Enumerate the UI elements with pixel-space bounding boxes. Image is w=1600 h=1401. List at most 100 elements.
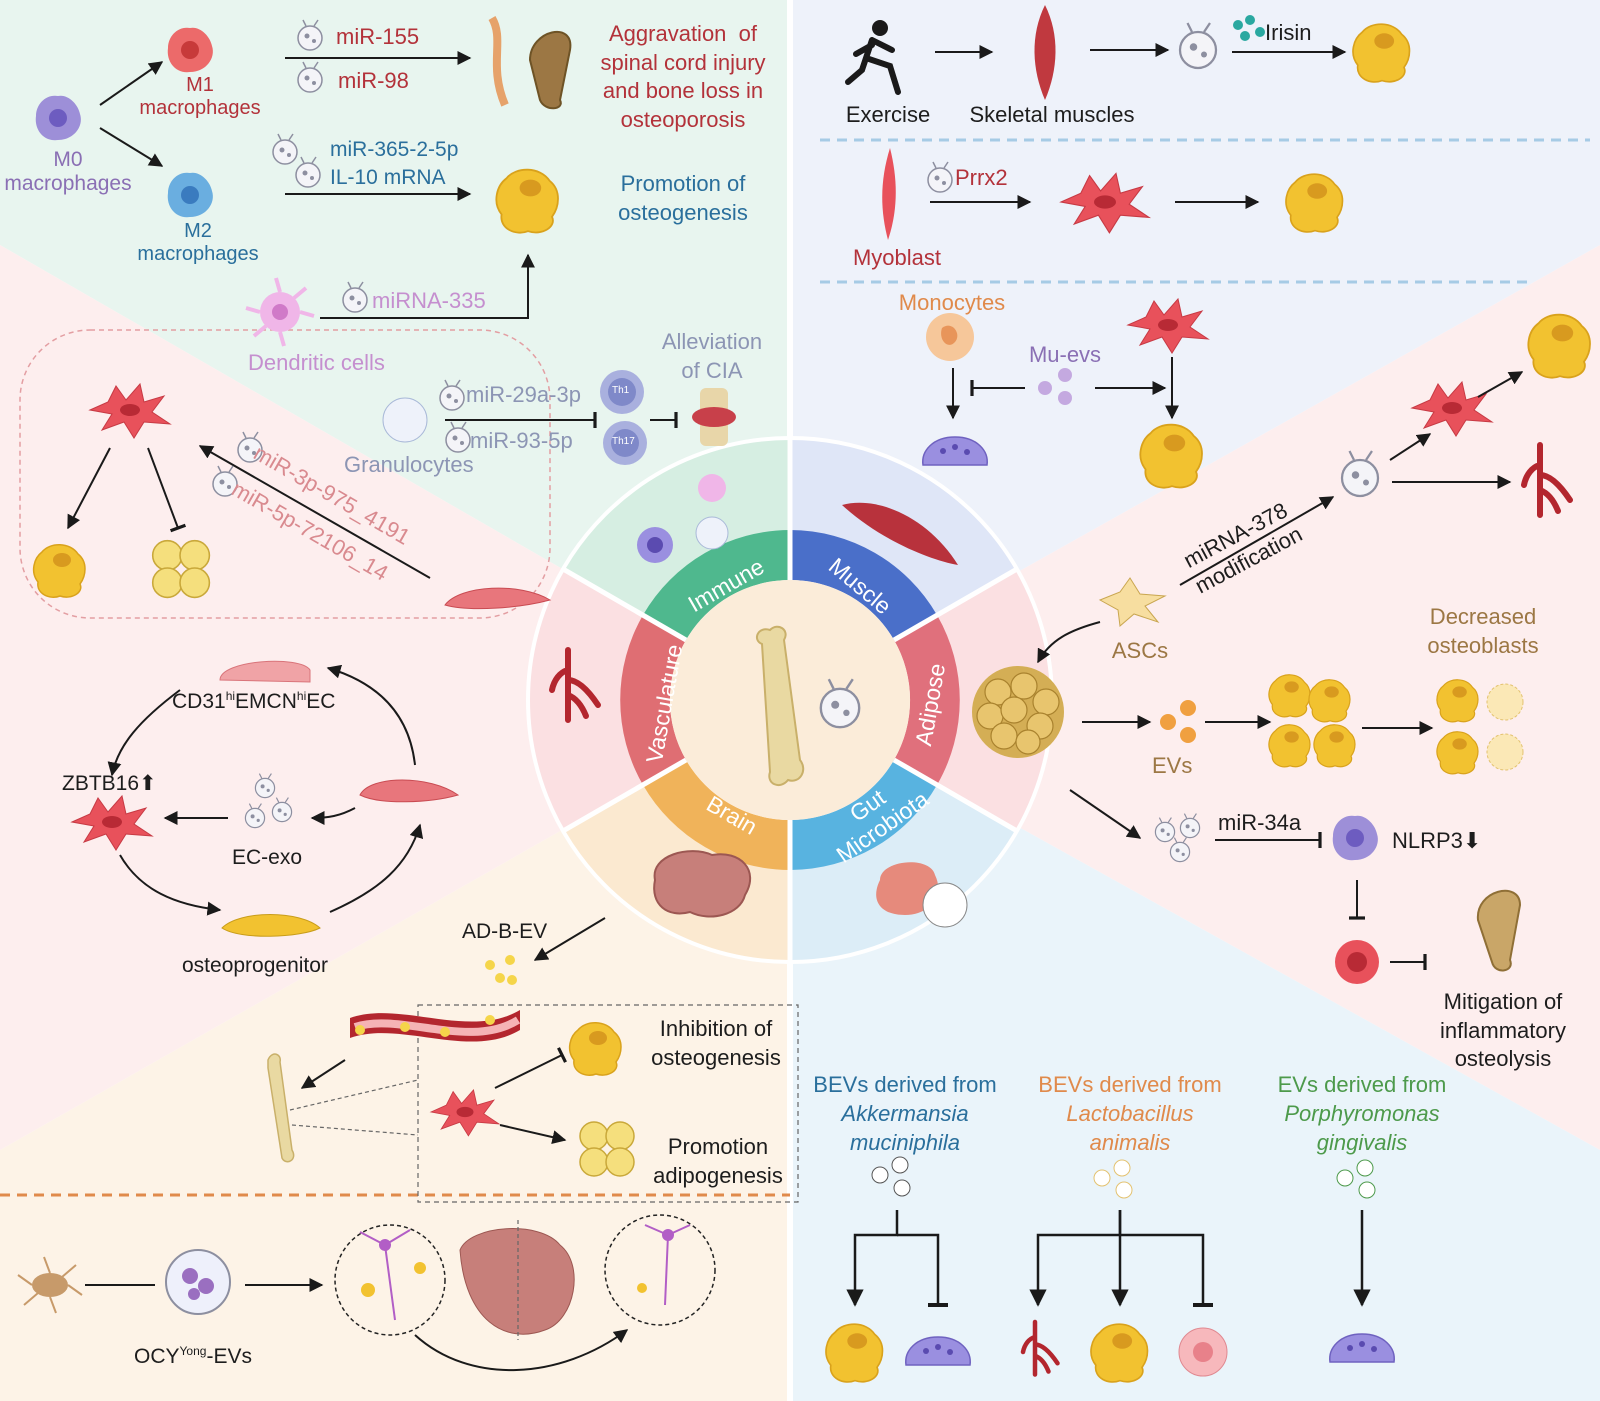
label-irisin: Irisin xyxy=(1265,20,1312,45)
label-mir155: miR-155 xyxy=(336,24,420,49)
osteoblast-icon-brain xyxy=(568,1021,622,1076)
inflammatory-cell-icon-lactobacillus xyxy=(1178,1327,1228,1377)
brain-icon xyxy=(653,850,752,918)
th1-cell-icon xyxy=(600,370,644,414)
osteoblast-icon-adipose-top xyxy=(1527,313,1591,379)
inflammatory-cell-icon xyxy=(1335,940,1379,984)
label-skeletal-muscles: Skeletal muscles xyxy=(969,102,1135,127)
arrow-dendritic-promotion xyxy=(320,253,535,319)
label-bev2-head: BEVs derived from xyxy=(1038,1072,1222,1097)
arrow-brain-adbev xyxy=(533,917,606,961)
label-m1-macrophages: M1 macrophages xyxy=(139,74,261,119)
branch-akkermansia-inhibit xyxy=(897,1233,948,1307)
arrow-ec-stromal xyxy=(198,445,431,579)
label-nlrp3: NLRP3⬇ xyxy=(1392,828,1482,853)
long-bone-icon xyxy=(267,1053,295,1163)
bev-akkermansia-particles xyxy=(871,1156,911,1197)
arrow-ec-exo xyxy=(310,807,356,825)
femur-icon xyxy=(755,625,805,787)
monocyte-icon xyxy=(926,313,974,361)
arrow-left-right-circle xyxy=(414,1329,629,1371)
zoom-line-top xyxy=(289,1079,419,1111)
osteoblast-icon-irisin xyxy=(1352,23,1411,83)
label-ad-b-ev: AD-B-EV xyxy=(462,920,548,943)
label-th1: Th1 xyxy=(612,385,630,396)
runner-icon xyxy=(845,20,901,95)
label-mitigation-osteolysis: Mitigation of inflammatory osteolysis xyxy=(1440,989,1566,1072)
arrow-asc-adipose xyxy=(1037,621,1101,664)
evs-particles-adipose xyxy=(1160,700,1196,743)
label-porphyromonas: Porphyromonas gingivalis xyxy=(1284,1101,1440,1155)
label-mir34a: miR-34a xyxy=(1218,810,1302,835)
ev-porphyromonas-particles xyxy=(1336,1159,1376,1199)
arrow-asc-ev xyxy=(1179,496,1335,586)
label-emcn-hi: hi xyxy=(296,689,307,703)
label-promotion-adipogenesis: Promotion adipogenesis xyxy=(653,1134,783,1188)
arrow-adipose-mir34a xyxy=(1069,789,1142,839)
cd31-ec-icon xyxy=(219,660,311,683)
brain-section-icon xyxy=(459,1228,575,1335)
label-mir98: miR-98 xyxy=(338,68,409,93)
label-ec-exo: EC-exo xyxy=(232,846,303,869)
osteoblast-icon-immune xyxy=(495,168,559,234)
bev-lactobacillus-particles xyxy=(1093,1159,1133,1199)
label-m2-macrophages: M2 macrophages xyxy=(137,220,259,265)
endothelial-cell-icon-vasc xyxy=(444,587,552,610)
skeletal-muscle-icon xyxy=(1034,5,1056,100)
label-bev3-head: EVs derived from xyxy=(1277,1072,1447,1097)
label-m0-macrophages: M0 macrophages xyxy=(4,148,132,196)
label-evs-suffix: -EVs xyxy=(206,1345,252,1368)
osteoprogenitor-icon xyxy=(221,914,321,937)
label-osteoprogenitor: osteoprogenitor xyxy=(182,954,328,977)
myoblast-icon xyxy=(882,148,896,240)
adipose-tissue-icon xyxy=(972,666,1064,758)
muevs-particles xyxy=(1038,368,1072,405)
m0-macrophage-icon xyxy=(35,95,81,141)
label-il10-mrna: IL-10 mRNA xyxy=(330,166,446,189)
immune-cells-icon xyxy=(637,474,729,563)
central-wheel xyxy=(526,436,1054,964)
neuron-icon-right xyxy=(637,1224,691,1306)
asc-cell-icon xyxy=(1098,577,1167,627)
label-cd31: CD31 xyxy=(172,690,226,713)
gut-icon xyxy=(876,862,968,928)
bone-head-icon xyxy=(1476,889,1522,972)
arrow-stromal-osteo-adipose xyxy=(1477,371,1524,398)
bone-loss-icon xyxy=(528,31,572,110)
dendritic-cell-icon xyxy=(245,277,315,347)
spine-icon xyxy=(488,15,509,107)
m1-macrophage-icon xyxy=(167,27,213,73)
label-granulocytes: Granulocytes xyxy=(344,452,474,477)
osteoblast-icon-prrx2 xyxy=(1285,173,1344,233)
decreased-osteoblast-icon xyxy=(1436,679,1524,775)
inhibit-stromal-fat xyxy=(147,447,187,533)
ocy-ev-icon xyxy=(165,1249,231,1315)
label-th17: Th17 xyxy=(612,436,635,447)
label-zbtb16: ZBTB16⬆ xyxy=(62,772,157,795)
endothelial-cell-icon-right xyxy=(359,779,460,803)
osteocyte-icon xyxy=(17,1256,83,1314)
label-ec: EC xyxy=(306,690,336,713)
label-myoblast: Myoblast xyxy=(852,245,942,270)
neuron-zoom-circle-left xyxy=(334,1224,446,1336)
arrow-stromal-adipo xyxy=(499,1124,567,1144)
label-ocy-yong-evs: OCYYong-EVs xyxy=(134,1344,252,1369)
label-bev1-head: BEVs derived from xyxy=(813,1072,997,1097)
label-exercise: Exercise xyxy=(845,102,931,127)
irisin-particles xyxy=(1233,15,1265,41)
label-ascs: ASCs xyxy=(1111,638,1169,663)
th17-cell-icon xyxy=(603,421,647,465)
blood-vessel-icon xyxy=(350,1010,521,1042)
m2-macrophage-icon xyxy=(167,172,213,218)
label-mirna335: miRNA-335 xyxy=(372,288,486,313)
label-mir93: miR-93-5p xyxy=(470,428,573,453)
label-lactobacillus: Lactobacillus animalis xyxy=(1066,1101,1194,1155)
label-dendritic-cells: Dendritic cells xyxy=(248,350,385,375)
arrow-ev-stromal-adipose xyxy=(1389,433,1432,461)
macrophage-icon-nlrp3 xyxy=(1332,815,1378,861)
label-akkermansia: Akkermansia muciniphila xyxy=(841,1101,969,1155)
arrow-ec-zbtb16 xyxy=(107,689,181,777)
branch-lactobacillus-right xyxy=(1120,1233,1213,1307)
